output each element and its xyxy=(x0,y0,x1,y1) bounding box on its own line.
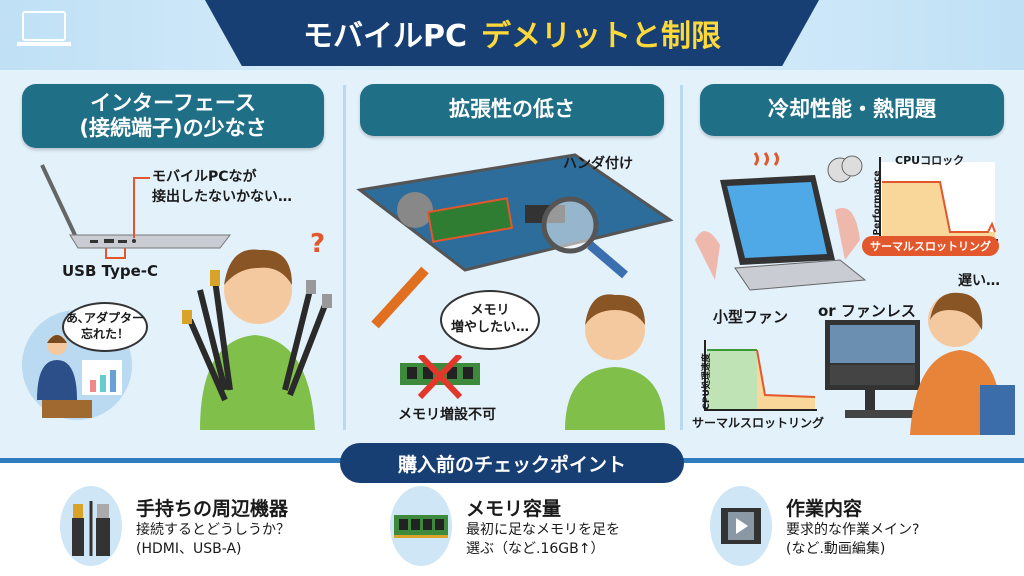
man-at-monitor-illustration xyxy=(825,292,1015,435)
solder-label: ハンダ付け xyxy=(563,156,633,172)
thought-text: 増やしたい… xyxy=(450,320,529,335)
video-icon xyxy=(710,486,772,566)
question-mark: ? xyxy=(310,230,325,259)
panel-divider xyxy=(680,85,683,430)
checkpoint-desc: 選ぶ（など.16GB↑） xyxy=(466,540,605,557)
panel-interface-title: インターフェース (接続端子)の少なさ xyxy=(22,84,324,148)
laptop-icon xyxy=(17,11,71,46)
man-with-cables-illustration: ? xyxy=(182,230,332,430)
memory-crossed-icon xyxy=(400,355,480,400)
smoke-icon xyxy=(827,155,863,183)
title-line: (接続端子)の少なさ xyxy=(79,116,267,140)
motherboard-illustration xyxy=(356,153,674,329)
title-part1: モバイルPC xyxy=(302,19,467,54)
checkpoint-peripherals: 手持ちの周辺機器接続するとどうしうか？ (HDMI、USB-A) xyxy=(60,486,290,566)
cpu-speed-chart xyxy=(704,340,817,411)
panel-divider xyxy=(343,85,346,430)
chart-title: CPUコロック xyxy=(895,154,965,167)
speech-text: 忘れた！ xyxy=(80,327,129,341)
checkpoint-title: 手持ちの周辺機器 xyxy=(136,497,289,520)
fanless-label: or ファンレス xyxy=(818,302,916,320)
fan-label: 小型ファン xyxy=(713,308,789,326)
cable-icon xyxy=(60,486,122,566)
chart-ylabel: Performance xyxy=(872,170,883,236)
checkpoint-desc: 最初に足なメモリを足を xyxy=(466,521,620,538)
callout-text: 接出したないかない… xyxy=(152,188,292,205)
checkpoints-title: 購入前のチェックポイント xyxy=(340,443,684,483)
no-upgrade-label: メモリ増設不可 xyxy=(398,407,496,423)
laptop-side-illustration xyxy=(40,164,232,259)
checkpoint-memory: メモリ容量最初に足なメモリを足を選ぶ（など.16GB↑） xyxy=(390,486,620,566)
throttle-badge: サーマルスロットリング xyxy=(862,236,999,256)
speech-text: あ､アダプター xyxy=(65,311,144,326)
checkpoint-title: メモリ容量 xyxy=(466,497,562,520)
chart2-ylabel: CPU処理速度 xyxy=(701,353,712,410)
hot-laptop-illustration xyxy=(695,152,867,291)
checkpoint-desc: 要求的な作業メイン? xyxy=(786,521,920,538)
checkpoint-desc: (など.動画編集) xyxy=(786,540,886,557)
panel-expandability-title: 拡張性の低さ xyxy=(360,84,664,136)
cpu-clock-chart xyxy=(879,157,998,241)
chart2-xlabel: サーマルスロットリング xyxy=(692,416,825,430)
callout-text: モバイルPCなが xyxy=(152,169,257,185)
thought-text: メモリ xyxy=(470,303,510,319)
port-label: USB Type-C xyxy=(62,262,159,280)
checkpoint-desc: (HDMI、USB-A) xyxy=(136,540,242,557)
title-banner: モバイルPC デメリットと制限 xyxy=(205,0,819,66)
title-part2: デメリットと制限 xyxy=(481,19,721,54)
thinking-man-illustration xyxy=(565,294,665,430)
title-line: インターフェース xyxy=(90,90,256,115)
checkpoint-title: 作業内容 xyxy=(786,497,863,520)
panel-cooling-title: 冷却性能・熱問題 xyxy=(700,84,1004,136)
checkpoint-desc: 接続するとどうしうか？ xyxy=(136,521,290,538)
memory-icon xyxy=(390,486,452,566)
checkpoint-workload: 作業内容要求的な作業メイン? (など.動画編集) xyxy=(710,486,919,566)
slow-label: 遅い… xyxy=(958,273,1000,289)
